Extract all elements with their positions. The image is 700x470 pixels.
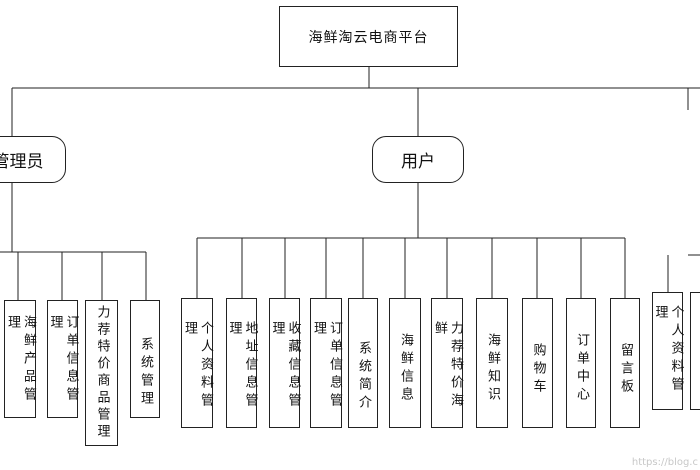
module-label: 力荐特价商品管理 xyxy=(94,305,110,441)
module-label: 海鲜产品管理 xyxy=(5,315,36,405)
user-module: 订单信息管理 xyxy=(310,298,342,428)
role-label-admin: 管理员 xyxy=(0,152,44,172)
third-role-module: 个人资料管理 xyxy=(652,292,684,410)
module-label: 个人资料管理 xyxy=(182,321,213,411)
user-module: 系统简介 xyxy=(348,298,378,428)
module-label: 系统简介 xyxy=(356,341,371,413)
admin-module: 系统管理 xyxy=(130,300,160,418)
root-label: 海鲜淘云电商平台 xyxy=(308,29,429,46)
module-label: 海鲜知识 xyxy=(485,333,500,405)
admin-module: 订单信息管理 xyxy=(47,300,79,418)
watermark: https://blog.c xyxy=(631,457,698,468)
user-module: 个人资料管理 xyxy=(181,298,213,428)
module-label: 订单信息管理 xyxy=(311,321,342,411)
user-module: 留言板 xyxy=(610,298,640,428)
user-module: 地址信息管理 xyxy=(226,298,258,428)
user-module: 收藏信息管理 xyxy=(269,298,301,428)
root-node: 海鲜淘云电商平台 xyxy=(279,6,458,67)
module-label: 购物车 xyxy=(530,343,546,397)
role-label-user: 用户 xyxy=(401,152,435,172)
user-module: 订单中心 xyxy=(566,298,596,428)
module-label: 留言板 xyxy=(618,343,633,397)
admin-module: 海鲜产品管理 xyxy=(4,300,36,418)
admin-module: 力荐特价商品管理 xyxy=(85,300,118,446)
third-role-module-partial xyxy=(690,292,700,410)
module-label: 地址信息管理 xyxy=(226,321,258,411)
module-label: 订单中心 xyxy=(574,333,589,405)
user-module: 海鲜信息 xyxy=(389,298,421,428)
module-label: 系统管理 xyxy=(138,337,153,409)
role-node-user: 用户 xyxy=(372,136,464,183)
module-label: 力荐特价海鲜 xyxy=(432,321,463,411)
role-node-admin: 管理员 xyxy=(0,136,66,183)
user-module: 力荐特价海鲜 xyxy=(431,298,463,428)
module-label: 海鲜信息 xyxy=(398,333,413,405)
user-module: 海鲜知识 xyxy=(476,298,508,428)
module-label: 个人资料管理 xyxy=(652,305,684,395)
user-module: 购物车 xyxy=(522,298,553,428)
module-label: 收藏信息管理 xyxy=(269,321,301,411)
module-label: 订单信息管理 xyxy=(47,315,79,405)
